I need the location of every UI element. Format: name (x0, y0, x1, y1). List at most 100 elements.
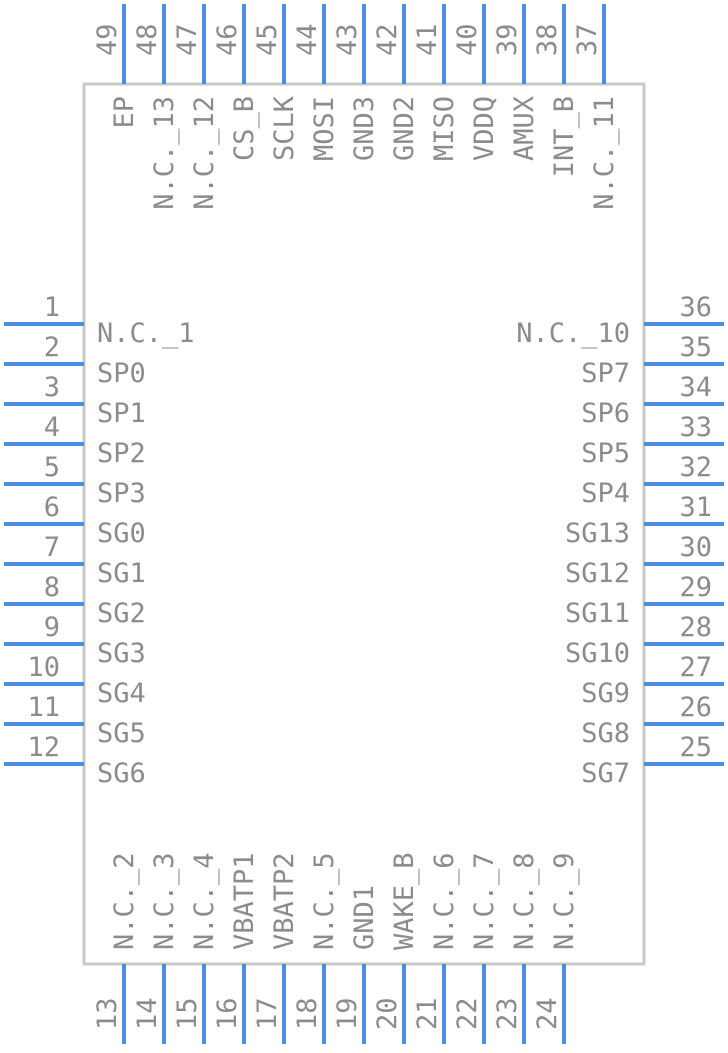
pin-number-7: 7 (44, 532, 60, 563)
pin-label-22: N.C._7 (469, 852, 500, 950)
pin-number-17: 17 (252, 997, 283, 1030)
pin-number-2: 2 (44, 332, 60, 363)
pin-number-36: 36 (679, 292, 712, 323)
pin-number-31: 31 (679, 492, 712, 523)
pin-number-41: 41 (412, 23, 443, 56)
pin-label-32: SP4 (581, 478, 630, 509)
pin-label-18: N.C._5 (309, 852, 340, 950)
pin-label-33: SP5 (581, 438, 630, 469)
pin-number-26: 26 (679, 692, 712, 723)
pin-label-44: MOSI (309, 96, 340, 161)
pin-number-25: 25 (679, 732, 712, 763)
pin-number-30: 30 (679, 532, 712, 563)
pin-number-40: 40 (452, 23, 483, 56)
pin-label-48: N.C._13 (149, 96, 180, 210)
pin-label-6: SG0 (97, 518, 146, 549)
pin-number-27: 27 (679, 652, 712, 683)
pin-number-3: 3 (44, 372, 60, 403)
pin-label-43: GND3 (349, 96, 380, 161)
pin-label-31: SG13 (565, 518, 630, 549)
pin-label-20: WAKE_B (389, 852, 420, 950)
pin-number-20: 20 (372, 997, 403, 1030)
pin-label-35: SP7 (581, 358, 630, 389)
pin-number-14: 14 (132, 997, 163, 1030)
pin-number-24: 24 (532, 997, 563, 1030)
pin-number-34: 34 (679, 372, 712, 403)
pin-number-16: 16 (212, 997, 243, 1030)
pin-label-26: SG8 (581, 718, 630, 749)
pins-group: 1N.C._12SP03SP14SP25SP36SG07SG18SG29SG31… (4, 4, 724, 1044)
pin-label-5: SP3 (97, 478, 146, 509)
pin-label-25: SG7 (581, 758, 630, 789)
pin-number-33: 33 (679, 412, 712, 443)
pin-number-35: 35 (679, 332, 712, 363)
pin-number-8: 8 (44, 572, 60, 603)
pin-label-27: SG9 (581, 678, 630, 709)
pin-number-38: 38 (532, 23, 563, 56)
pin-label-23: N.C._8 (509, 852, 540, 950)
pin-label-16: VBATP1 (229, 852, 260, 950)
pin-number-47: 47 (172, 23, 203, 56)
pin-number-23: 23 (492, 997, 523, 1030)
pin-number-39: 39 (492, 23, 523, 56)
pin-label-24: N.C._9 (549, 852, 580, 950)
pin-label-12: SG6 (97, 758, 146, 789)
pin-number-21: 21 (412, 997, 443, 1030)
pin-number-15: 15 (172, 997, 203, 1030)
pin-number-5: 5 (44, 452, 60, 483)
pin-label-10: SG4 (97, 678, 146, 709)
pin-number-43: 43 (332, 23, 363, 56)
pin-number-29: 29 (679, 572, 712, 603)
pin-number-18: 18 (292, 997, 323, 1030)
pin-label-3: SP1 (97, 398, 146, 429)
pin-number-22: 22 (452, 997, 483, 1030)
pin-label-1: N.C._1 (97, 318, 195, 349)
pin-label-28: SG10 (565, 638, 630, 669)
pin-label-21: N.C._6 (429, 852, 460, 950)
pin-label-30: SG12 (565, 558, 630, 589)
pin-label-40: VDDQ (469, 96, 500, 161)
pin-number-4: 4 (44, 412, 60, 443)
pin-number-37: 37 (572, 23, 603, 56)
pin-label-29: SG11 (565, 598, 630, 629)
pin-label-49: EP (109, 96, 140, 129)
pin-label-47: N.C._12 (189, 96, 220, 210)
pin-number-46: 46 (212, 23, 243, 56)
pin-number-13: 13 (92, 997, 123, 1030)
pin-label-34: SP6 (581, 398, 630, 429)
pin-number-11: 11 (27, 692, 60, 723)
pin-label-41: MISO (429, 96, 460, 161)
pin-number-48: 48 (132, 23, 163, 56)
pin-number-1: 1 (44, 292, 60, 323)
pin-number-10: 10 (27, 652, 60, 683)
pin-label-2: SP0 (97, 358, 146, 389)
pin-number-49: 49 (92, 23, 123, 56)
pin-number-12: 12 (27, 732, 60, 763)
pin-label-11: SG5 (97, 718, 146, 749)
pin-number-6: 6 (44, 492, 60, 523)
pin-label-9: SG3 (97, 638, 146, 669)
pin-number-28: 28 (679, 612, 712, 643)
pin-label-13: N.C._2 (109, 852, 140, 950)
ic-body (82, 82, 646, 966)
pin-number-9: 9 (44, 612, 60, 643)
pin-label-14: N.C._3 (149, 852, 180, 950)
pin-number-44: 44 (292, 23, 323, 56)
pin-label-37: N.C._11 (589, 96, 620, 210)
pin-label-8: SG2 (97, 598, 146, 629)
pin-label-36: N.C._10 (516, 318, 630, 349)
pin-label-39: AMUX (509, 96, 540, 161)
pin-label-19: GND1 (349, 885, 380, 950)
pin-label-42: GND2 (389, 96, 420, 161)
pin-label-17: VBATP2 (269, 852, 300, 950)
pin-label-38: INT_B (549, 96, 580, 177)
pin-label-7: SG1 (97, 558, 146, 589)
pin-number-32: 32 (679, 452, 712, 483)
pin-number-45: 45 (252, 23, 283, 56)
pin-label-15: N.C._4 (189, 852, 220, 950)
pin-number-42: 42 (372, 23, 403, 56)
pin-label-4: SP2 (97, 438, 146, 469)
pin-label-45: SCLK (269, 95, 300, 161)
